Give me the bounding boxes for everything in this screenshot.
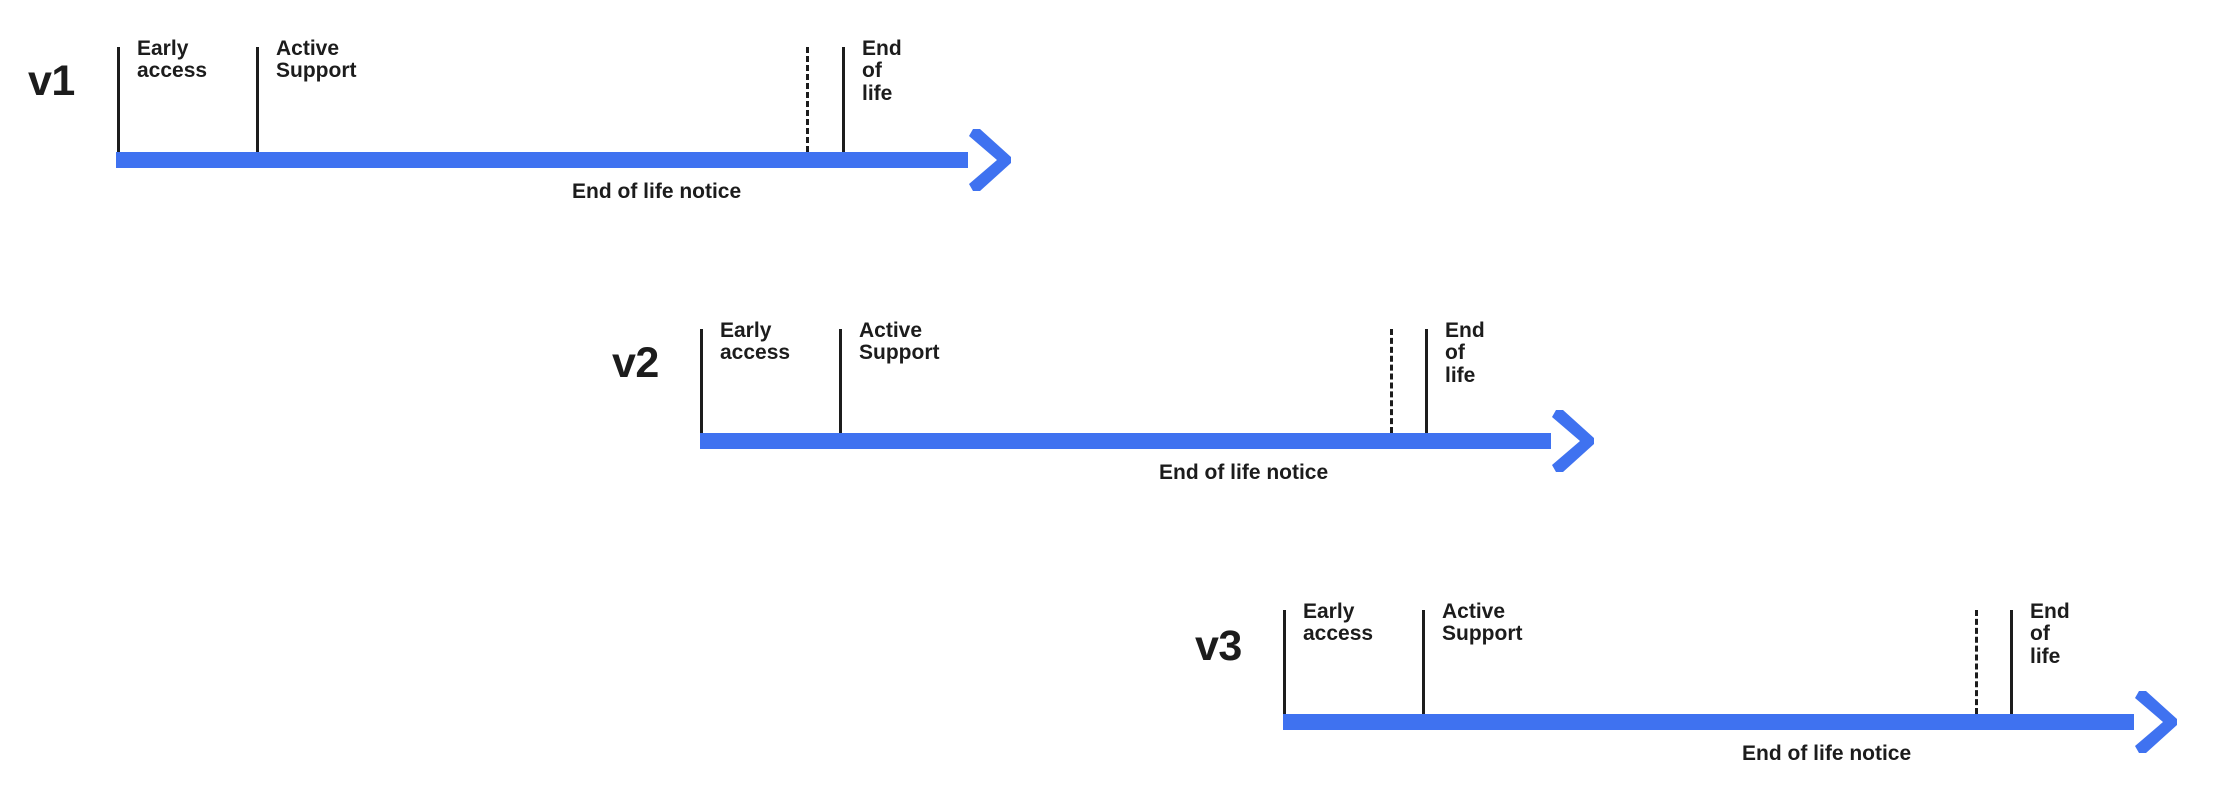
- phase-divider-3: [1425, 329, 1428, 433]
- version-label-v3: v3: [1195, 622, 1242, 670]
- phase-label-v2-2: End of life: [1445, 319, 1485, 387]
- phase-label-v1-2: End of life: [862, 37, 902, 105]
- phase-divider-1: [1422, 610, 1425, 714]
- end-of-life-notice-label-v2: End of life notice: [1159, 461, 1329, 484]
- phase-label-v2-0: Early access: [720, 319, 791, 365]
- phase-divider-0: [1283, 610, 1286, 714]
- timeline-bar-v2: [700, 433, 1551, 449]
- phase-divider-0: [117, 47, 120, 152]
- phase-divider-3: [842, 47, 845, 152]
- phase-divider-3: [2010, 610, 2013, 714]
- milestone-dashed-divider-2: [806, 47, 809, 152]
- phase-label-v1-1: Active Support: [276, 37, 357, 83]
- phase-label-v3-0: Early access: [1303, 600, 1374, 646]
- phase-label-v1-0: Early access: [137, 37, 208, 83]
- timeline-bar-v1: [116, 152, 968, 168]
- milestone-dashed-divider-2: [1975, 610, 1978, 714]
- arrow-head-icon-v2: [1549, 410, 1599, 472]
- timeline-bar-v3: [1283, 714, 2134, 730]
- version-label-v2: v2: [612, 339, 659, 387]
- phase-label-v3-1: Active Support: [1442, 600, 1523, 646]
- end-of-life-notice-label-v3: End of life notice: [1742, 742, 1912, 765]
- phase-divider-1: [839, 329, 842, 433]
- phase-label-v3-2: End of life: [2030, 600, 2070, 668]
- milestone-dashed-divider-2: [1390, 329, 1393, 433]
- phase-divider-0: [700, 329, 703, 433]
- end-of-life-notice-label-v1: End of life notice: [572, 180, 742, 203]
- arrow-head-icon-v3: [2132, 691, 2182, 753]
- version-label-v1: v1: [28, 57, 75, 105]
- phase-label-v2-1: Active Support: [859, 319, 940, 365]
- arrow-head-icon-v1: [966, 129, 1016, 191]
- phase-divider-1: [256, 47, 259, 152]
